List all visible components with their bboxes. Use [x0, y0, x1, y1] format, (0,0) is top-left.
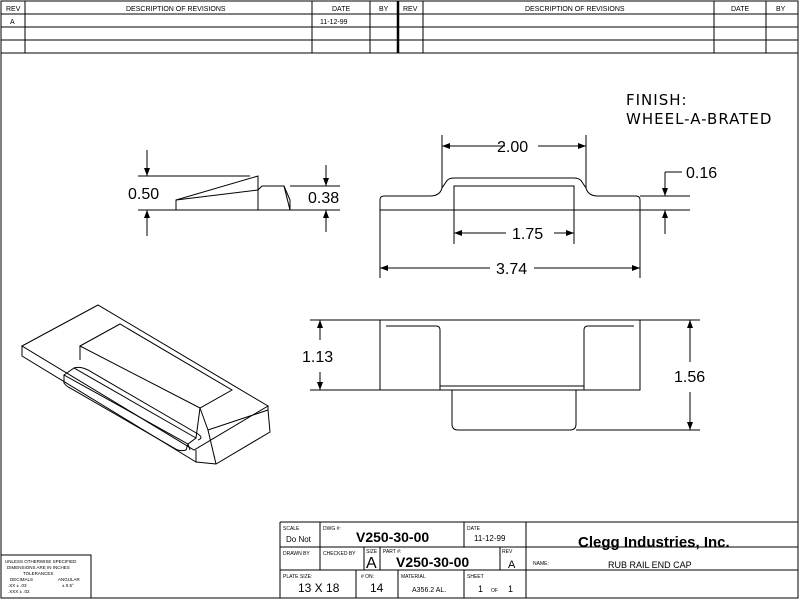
rev-label: REV: [502, 549, 513, 555]
plate-size-label: PLATE SIZE:: [283, 574, 312, 580]
revision-row-date: 11-12-99: [320, 19, 348, 26]
date-label: DATE: [467, 526, 481, 532]
dwg-label: DWG #:: [323, 526, 341, 532]
num-on-value: 14: [370, 581, 384, 595]
checked-by-label: CHECKED BY: [323, 551, 356, 557]
dim-plan-height-inner: 1.13: [302, 349, 333, 366]
company-name: Clegg Industries, Inc.: [578, 534, 730, 551]
description-header-right: DESCRIPTION OF REVISIONS: [525, 6, 625, 13]
dim-overall-length: 3.74: [496, 261, 527, 278]
dim-top-width: 2.00: [497, 139, 528, 156]
sheet-total: 1: [508, 584, 513, 594]
date-header-left: DATE: [332, 6, 350, 13]
date-header-right: DATE: [731, 6, 749, 13]
drawn-by-label: DRAWN BY: [283, 551, 310, 557]
dim-side-height: 0.50: [128, 186, 159, 203]
material-value: A356.2 AL.: [412, 587, 446, 594]
sheet-label: SHEET: [467, 574, 484, 580]
dim-slot-width: 1.75: [512, 226, 543, 243]
plan-view: [310, 319, 700, 431]
side-view: [138, 150, 340, 236]
tolerance-angular: ANGULAR: [58, 577, 81, 582]
title-block: [279, 521, 798, 598]
scale-label: SCALE: [283, 526, 300, 532]
sheet-value: 1: [478, 584, 483, 594]
front-view: [379, 135, 690, 278]
isometric-view: [20, 304, 271, 465]
by-header-right: BY: [776, 6, 786, 13]
rev-header-left: REV: [6, 6, 21, 13]
part-name: RUB RAIL END CAP: [608, 560, 692, 570]
num-on-label: # ON:: [361, 574, 374, 580]
dim-plan-height-outer: 1.56: [674, 369, 705, 386]
tolerance-line3: TOLERANCES: [23, 571, 53, 576]
size-value: A: [366, 555, 377, 572]
finish-note-line1: FINISH:: [626, 91, 688, 109]
date-value: 11-12-99: [474, 534, 506, 543]
name-label: NAME:: [533, 561, 549, 567]
sheet-of: OF: [491, 588, 498, 594]
material-label: MATERIAL: [401, 574, 426, 580]
dim-flange-thickness: 0.16: [686, 165, 717, 182]
plate-size-value: 13 X 18: [298, 581, 340, 595]
part-number: V250-30-00: [396, 554, 469, 570]
tolerance-line2: DIMENSIONS ARE IN INCHES: [7, 565, 70, 570]
tolerance-xx: .XX ± .03: [8, 583, 27, 588]
tolerance-line1: UNLESS OTHERWISE SPECIFIED: [5, 559, 77, 564]
tolerance-xxx: .XXX ± .02: [8, 589, 30, 594]
description-header-left: DESCRIPTION OF REVISIONS: [126, 6, 226, 13]
part-label: PART #:: [383, 549, 401, 555]
finish-note-line2: WHEEL-A-BRATED: [626, 110, 772, 128]
tolerance-decimals: DECIMALS: [10, 577, 33, 582]
revision-row-rev: A: [10, 19, 15, 26]
tolerance-ang: ± 0.5°: [62, 583, 74, 588]
rev-value: A: [508, 559, 516, 571]
dim-side-step: 0.38: [308, 190, 339, 207]
scale-value: Do Not: [286, 535, 312, 544]
by-header-left: BY: [379, 6, 389, 13]
revision-table: [1, 1, 798, 54]
dwg-number: V250-30-00: [356, 529, 429, 545]
tolerance-block: [0, 554, 92, 599]
size-label: SIZE: [366, 549, 378, 555]
rev-header-right: REV: [403, 6, 418, 13]
